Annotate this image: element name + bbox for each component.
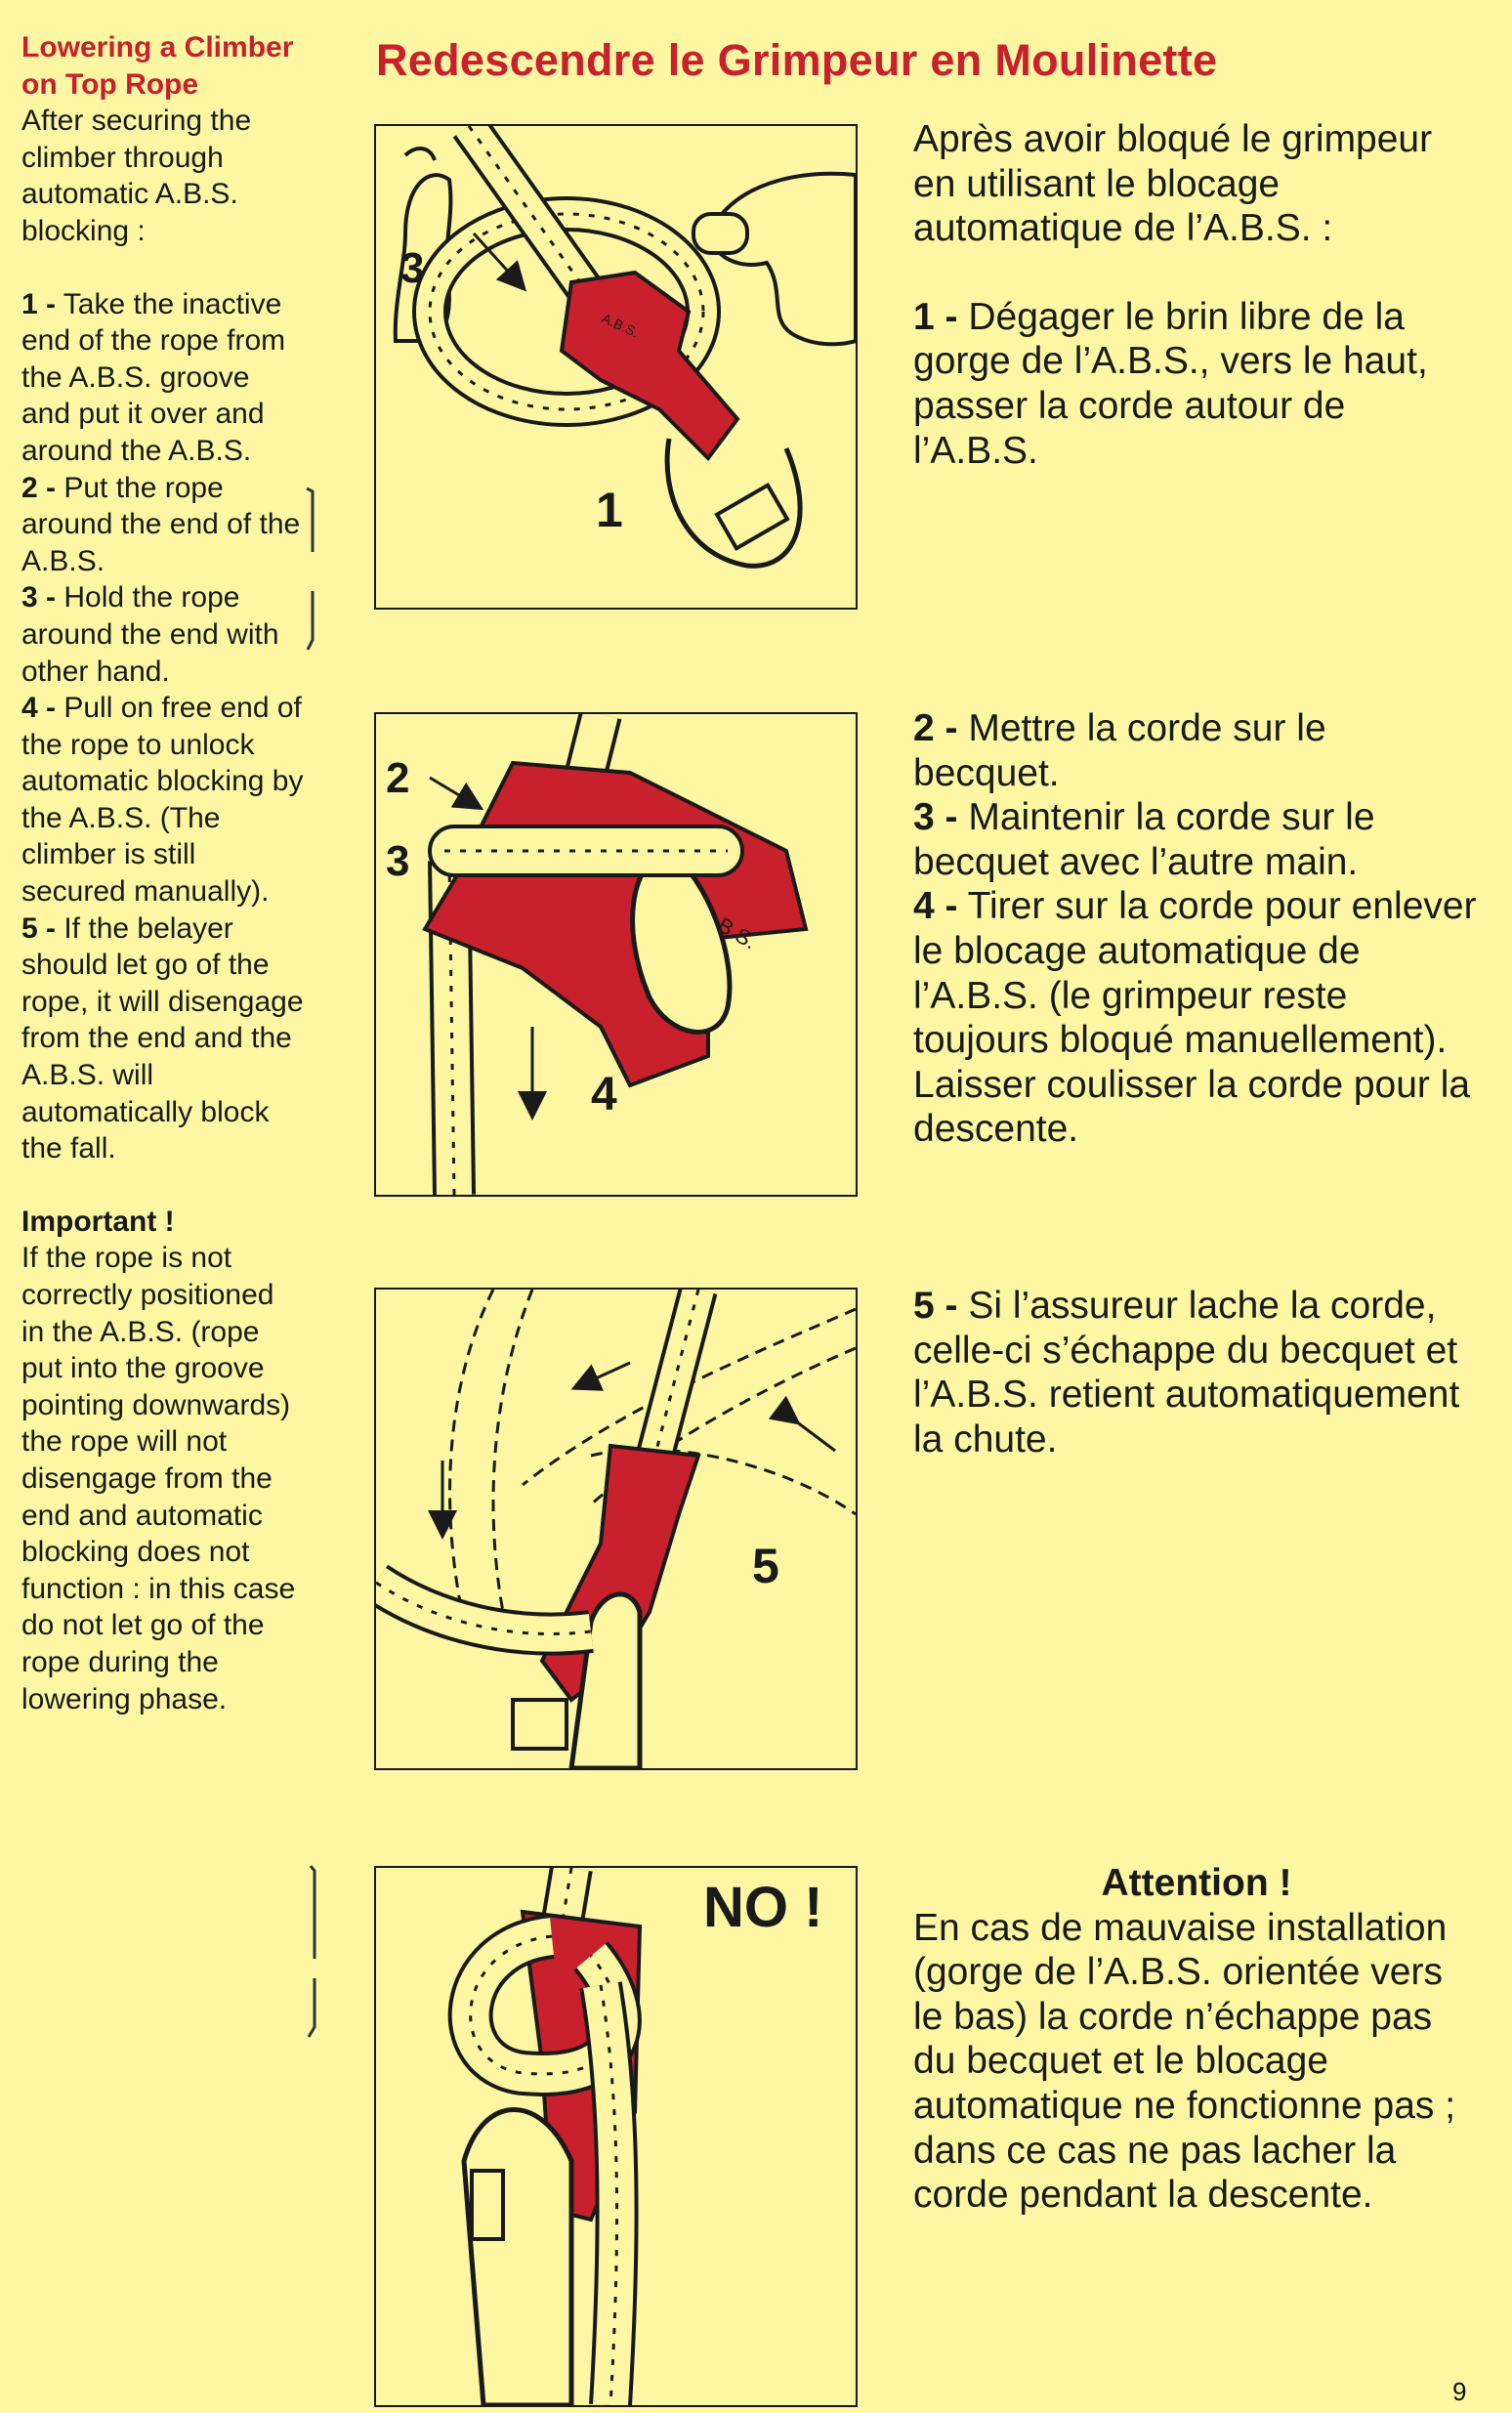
step-number: 3 -: [21, 581, 57, 614]
step-text: If the belayer should let go of the rope…: [21, 911, 304, 1165]
step-number: 4 -: [21, 692, 57, 725]
step-number: 3 -: [913, 796, 958, 839]
arrow-icon: [429, 776, 484, 811]
french-intro-block: Après avoir bloqué le grimpeur en utilis…: [913, 117, 1480, 473]
page-title: Redescendre le Grimpeur en Moulinette: [376, 35, 1218, 85]
figure-1-illustration: A.B.S. 3 1: [374, 124, 858, 610]
abs-device: [559, 270, 740, 462]
figure-3-illustration: 5: [374, 1288, 858, 1770]
step-label: 3: [400, 244, 424, 292]
sidebar-step-3: 3 - Hold the rope around the end with ot…: [21, 579, 305, 690]
important-text: If the rope is not correctly positioned …: [21, 1242, 296, 1715]
french-step-5: 5 - Si l’assureur lache la corde, celle-…: [913, 1284, 1480, 1461]
french-steps-block: 2 - Mettre la corde sur le becquet. 3 - …: [913, 706, 1480, 1152]
step-text: Maintenir la corde sur le becquet avec l…: [913, 796, 1375, 883]
step-text: Si l’assureur lache la corde, celle-ci s…: [913, 1285, 1460, 1460]
french-intro: Après avoir bloqué le grimpeur en utilis…: [913, 118, 1433, 250]
sidebar-intro: After securing the climber through autom…: [21, 105, 252, 247]
figure-2-illustration: A.B.S. 2 3 4: [374, 712, 858, 1197]
step-number: 1 -: [21, 287, 57, 320]
carabiner: [664, 438, 803, 569]
staple-mark: [306, 487, 315, 651]
sidebar-step-5: 5 - If the belayer should let go of the …: [21, 910, 305, 1167]
abs-device: [422, 760, 809, 1088]
arrow-icon: [768, 1395, 836, 1453]
step-number: 5 -: [913, 1285, 958, 1327]
staple-mark: [307, 1865, 316, 2038]
sidebar-step-1: 1 - Take the inactive end of the rope fr…: [21, 286, 305, 470]
step-number: 1 -: [913, 295, 958, 338]
french-attention-block: Attention ! En cas de mauvaise installat…: [913, 1861, 1480, 2218]
sidebar-step-4: 4 - Pull on free end of the rope to unlo…: [21, 690, 305, 910]
step-text: Take the inactive end of the rope from t…: [21, 287, 286, 467]
french-step-5-block: 5 - Si l’assureur lache la corde, celle-…: [913, 1284, 1480, 1461]
attention-text: En cas de mauvaise installation (gorge d…: [913, 1906, 1456, 2217]
step-text: Mettre la corde sur le becquet.: [913, 707, 1326, 794]
step-label: 5: [752, 1539, 779, 1593]
step-number: 5 -: [21, 911, 57, 945]
step-number: 2 -: [913, 707, 958, 749]
step-number: 4 -: [913, 885, 958, 928]
carabiner: [568, 1591, 643, 1768]
step-text: Dégager le brin libre de la gorge de l’A…: [913, 295, 1428, 472]
step-label: 3: [386, 837, 409, 885]
right-hand: [709, 171, 856, 347]
sidebar-step-2: 2 - Put the rope around the end of the A…: [21, 470, 305, 580]
french-step-1: 1 - Dégager le brin libre de la gorge de…: [913, 295, 1480, 473]
french-step-2: 2 - Mettre la corde sur le becquet.: [913, 706, 1480, 795]
step-text: Pull on free end of the rope to unlock a…: [21, 692, 304, 909]
step-number: 2 -: [21, 471, 57, 504]
important-title: Important !: [21, 1205, 175, 1238]
warning-label: NO !: [703, 1876, 822, 1939]
french-step-3: 3 - Maintenir la corde sur le becquet av…: [913, 795, 1480, 884]
step-text: Tirer sur la corde pour enlever le bloca…: [913, 885, 1477, 1151]
arrow-icon: [472, 232, 527, 292]
english-sidebar: Lowering a Climber on Top Rope After sec…: [21, 29, 305, 1717]
step-text: Put the rope around the end of the A.B.S…: [21, 471, 301, 577]
motion-path: [448, 1290, 495, 1623]
page-number: 9: [1452, 2377, 1467, 2406]
french-step-4: 4 - Tirer sur la corde pour enlever le b…: [913, 884, 1480, 1152]
step-label: 4: [591, 1069, 617, 1121]
arrow-icon: [570, 1361, 631, 1391]
sidebar-title: Lowering a Climber on Top Rope: [21, 31, 294, 101]
figure-4-illustration: NO !: [374, 1866, 858, 2407]
step-label: 1: [596, 483, 623, 537]
attention-title: Attention !: [1101, 1862, 1292, 1904]
step-label: 2: [386, 754, 409, 802]
carabiner: [461, 2107, 574, 2405]
step-text: Hold the rope around the end with other …: [21, 581, 279, 688]
carabiner: [630, 848, 733, 1035]
